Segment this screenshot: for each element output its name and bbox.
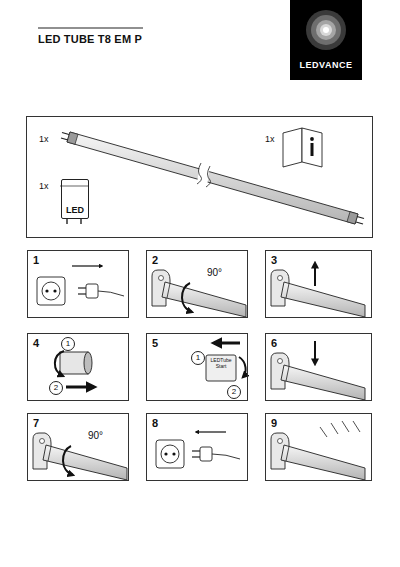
step-2-rotate <box>152 270 246 317</box>
step-8-plug-in <box>156 432 240 468</box>
starter-box: LED <box>61 179 89 219</box>
node-text: 9 <box>271 417 277 429</box>
order-circle: 1 <box>61 337 75 351</box>
node-text: 2 <box>228 386 240 398</box>
step-panel: 3 <box>265 250 372 318</box>
node-text: LED <box>62 205 88 215</box>
step-7-rotate <box>33 433 127 480</box>
node-text: 1 <box>62 338 74 350</box>
node-text: 8 <box>152 417 158 429</box>
step-panel: 5 1 2 <box>146 333 248 401</box>
node-text: 90° <box>88 430 103 441</box>
step-panel: 1 <box>27 250 129 318</box>
node-text: 1x <box>39 134 49 144</box>
order-circle: 2 <box>49 381 63 395</box>
node-text: 6 <box>271 337 277 349</box>
step-5-insert-starter <box>206 343 246 381</box>
info-booklet <box>283 128 322 167</box>
node-text: 4 <box>33 337 39 349</box>
brand-logo <box>290 0 362 80</box>
step-panel: 7 90° <box>27 413 129 481</box>
node-text: 5 <box>152 337 158 349</box>
node-text: 2 <box>50 382 62 394</box>
page-title: LED TUBE T8 EM P <box>38 33 142 45</box>
step-panel: 6 <box>265 333 372 401</box>
step-panel: 8 <box>146 413 248 481</box>
node-text: 1 <box>33 254 39 266</box>
step-4-remove-starter <box>55 351 94 387</box>
brand-logo: LEDVANCE <box>290 0 362 80</box>
node-text: LEDVANCE <box>290 60 362 70</box>
step-9-light-on <box>271 421 365 480</box>
node-text: 1 <box>192 352 204 364</box>
contents-frame: 1x 1x 1xLED <box>26 116 373 238</box>
node-text: 90° <box>207 267 222 278</box>
step-6-insert-tube <box>271 341 365 400</box>
step-panel: 2 90° <box>146 250 248 318</box>
order-circle: 1 <box>191 351 205 365</box>
node-text: 2 <box>152 254 158 266</box>
step-panel: 9 <box>265 413 372 481</box>
step-3-lift <box>271 263 365 317</box>
step-1-unplug <box>37 266 124 305</box>
node-text: 3 <box>271 254 277 266</box>
title-rule <box>38 28 143 29</box>
step-panel: 4 1 2 <box>27 333 129 401</box>
node-text: 1x <box>265 134 275 144</box>
node-text: 1x <box>39 181 49 191</box>
starter-label: LEDTube Start <box>206 358 236 369</box>
order-circle: 2 <box>227 385 241 399</box>
node-text: 7 <box>33 417 39 429</box>
